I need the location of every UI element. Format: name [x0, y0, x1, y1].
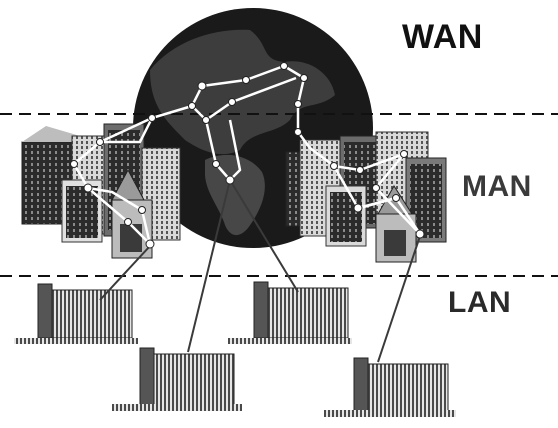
city-cluster-icon: [21, 123, 181, 259]
office-building-icon: [228, 281, 352, 344]
wan-label: WAN: [402, 18, 483, 56]
office-building-icon: [112, 347, 242, 411]
man-label: MAN: [462, 170, 532, 203]
lan-label: LAN: [448, 286, 512, 319]
network-node-icon: [70, 62, 425, 249]
office-building-icon: [324, 357, 456, 417]
lan-links: [99, 179, 421, 363]
office-building-icon: [14, 283, 138, 344]
city-cluster-icon: [285, 131, 447, 263]
